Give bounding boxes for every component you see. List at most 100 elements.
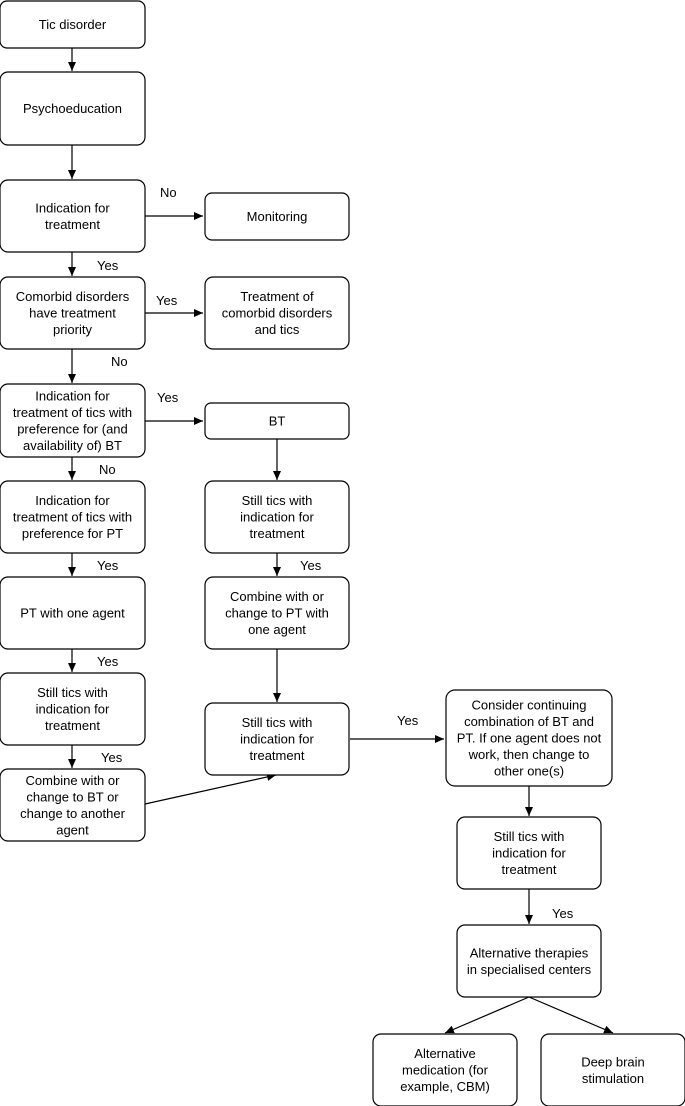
node-still-mid-text-line: Still tics with bbox=[242, 715, 313, 730]
node-consider bbox=[445, 689, 613, 787]
node-consider-text-line: other one(s) bbox=[494, 764, 564, 779]
node-treat-comorbid bbox=[204, 276, 350, 350]
node-pref-bt-text-line: preference for (and bbox=[17, 421, 128, 436]
node-indication-text: Indication for treatment bbox=[35, 200, 110, 232]
node-combine-pt-text-line: Combine with or bbox=[230, 589, 325, 604]
node-still-bt bbox=[204, 480, 350, 554]
node-monitoring-text-line: Monitoring bbox=[247, 209, 308, 224]
node-bt-text-line: BT bbox=[269, 414, 286, 429]
node-bt-text: BT bbox=[269, 414, 286, 429]
node-combine-bt-text-line: agent bbox=[56, 822, 89, 837]
node-consider-text-line: combination of BT and bbox=[464, 714, 594, 729]
node-combine-bt-text-line: change to BT or bbox=[26, 789, 119, 804]
node-combine-bt-text-line: change to another bbox=[20, 806, 125, 821]
node-still-bt-text-line: Still tics with bbox=[242, 493, 313, 508]
node-indication bbox=[0, 179, 146, 253]
node-still-pt-text-line: treatment bbox=[45, 718, 100, 733]
node-comorbid-text-line: priority bbox=[53, 322, 93, 337]
node-still-mid-text-line: indication for bbox=[240, 732, 314, 747]
node-alternative-text-line: Alternative therapies bbox=[470, 945, 589, 960]
edge-label-yes-still-pt: Yes bbox=[97, 654, 119, 669]
node-still-right-text-line: indication for bbox=[492, 846, 566, 861]
node-pref-pt-text-line: preference for PT bbox=[22, 526, 123, 541]
node-combine-pt-text-line: one agent bbox=[248, 622, 306, 637]
node-monitoring bbox=[204, 192, 350, 241]
edge-label-no-monitoring: No bbox=[160, 185, 177, 200]
node-pt-one-text-line: PT with one agent bbox=[20, 606, 125, 621]
edge-label-no-pref-bt: No bbox=[111, 354, 128, 369]
node-pt-one-text: PT with one agent bbox=[20, 606, 125, 621]
node-tic-disorder bbox=[0, 0, 146, 49]
node-pref-bt-text-line: Indication for bbox=[35, 388, 110, 403]
node-alt-med-text-line: Alternative bbox=[414, 1046, 475, 1061]
node-treat-comorbid-text-line: Treatment of bbox=[240, 289, 314, 304]
node-comorbid-text-line: Comorbid disorders bbox=[16, 289, 130, 304]
node-still-bt-text-line: indication for bbox=[240, 510, 314, 525]
node-bt bbox=[204, 402, 350, 440]
node-combine-pt bbox=[204, 576, 350, 650]
node-treat-comorbid-text-line: comorbid disorders bbox=[222, 306, 333, 321]
node-still-mid-text-line: treatment bbox=[250, 748, 305, 763]
node-psychoeducation bbox=[0, 71, 146, 146]
node-indication-text-line: Indication for bbox=[35, 200, 110, 215]
edge-label-yes-treat-comorbid: Yes bbox=[156, 293, 178, 308]
node-indication-text-line: treatment bbox=[45, 217, 100, 232]
node-pref-pt-text-line: treatment of tics with bbox=[13, 510, 132, 525]
node-alt-med bbox=[372, 1033, 518, 1106]
edge-label-yes-alternative: Yes bbox=[552, 906, 574, 921]
edge-alternative-to-alt-med bbox=[444, 996, 530, 1034]
node-alternative bbox=[456, 924, 602, 998]
edge-label-no-pref-pt: No bbox=[99, 462, 116, 477]
node-dbs-text-line: Deep brain bbox=[581, 1054, 645, 1069]
node-still-mid bbox=[204, 702, 350, 776]
node-still-right bbox=[456, 816, 602, 890]
node-treat-comorbid-text-line: and tics bbox=[255, 322, 300, 337]
node-still-bt-text-line: treatment bbox=[250, 526, 305, 541]
edge-labels: No Yes Yes No Yes No Yes Yes Yes Yes Yes… bbox=[97, 185, 574, 921]
node-consider-text-line: work, then change to bbox=[468, 747, 590, 762]
node-alt-med-text-line: medication (for bbox=[402, 1063, 489, 1078]
node-psychoeducation-text-line: Psychoeducation bbox=[23, 101, 122, 116]
edge-label-yes-combine-bt: Yes bbox=[101, 750, 123, 765]
node-dbs-text-line: stimulation bbox=[582, 1071, 644, 1086]
node-dbs-text: Deep brain stimulation bbox=[581, 1054, 645, 1086]
node-consider-text-line: PT. If one agent does not bbox=[457, 731, 602, 746]
node-consider-text-line: Consider continuing bbox=[472, 698, 587, 713]
edge-alternative-to-dbs bbox=[528, 996, 614, 1034]
node-pref-pt-text-line: Indication for bbox=[35, 493, 110, 508]
node-pref-bt-text-line: availability of) BT bbox=[23, 438, 122, 453]
node-pref-bt bbox=[0, 383, 146, 458]
edge-label-yes-consider: Yes bbox=[397, 713, 419, 728]
node-comorbid bbox=[0, 276, 146, 350]
node-tic-disorder-text-line: Tic disorder bbox=[39, 17, 107, 32]
node-pref-bt-text-line: treatment of tics with bbox=[13, 405, 132, 420]
node-combine-pt-text-line: change to PT with bbox=[225, 606, 329, 621]
node-still-right-text-line: treatment bbox=[502, 862, 557, 877]
edge-label-yes-combine-pt: Yes bbox=[300, 558, 322, 573]
node-still-pt-text-line: Still tics with bbox=[37, 685, 108, 700]
edge-label-yes-pt-one: Yes bbox=[97, 558, 119, 573]
node-tic-disorder-text: Tic disorder bbox=[39, 17, 107, 32]
node-still-pt-text-line: indication for bbox=[36, 702, 110, 717]
edge-combine-bt-to-still-mid bbox=[144, 773, 277, 805]
node-still-right-text-line: Still tics with bbox=[494, 829, 565, 844]
node-still-pt bbox=[0, 672, 146, 746]
node-psychoeducation-text: Psychoeducation bbox=[23, 101, 122, 116]
node-pref-pt bbox=[0, 480, 146, 554]
